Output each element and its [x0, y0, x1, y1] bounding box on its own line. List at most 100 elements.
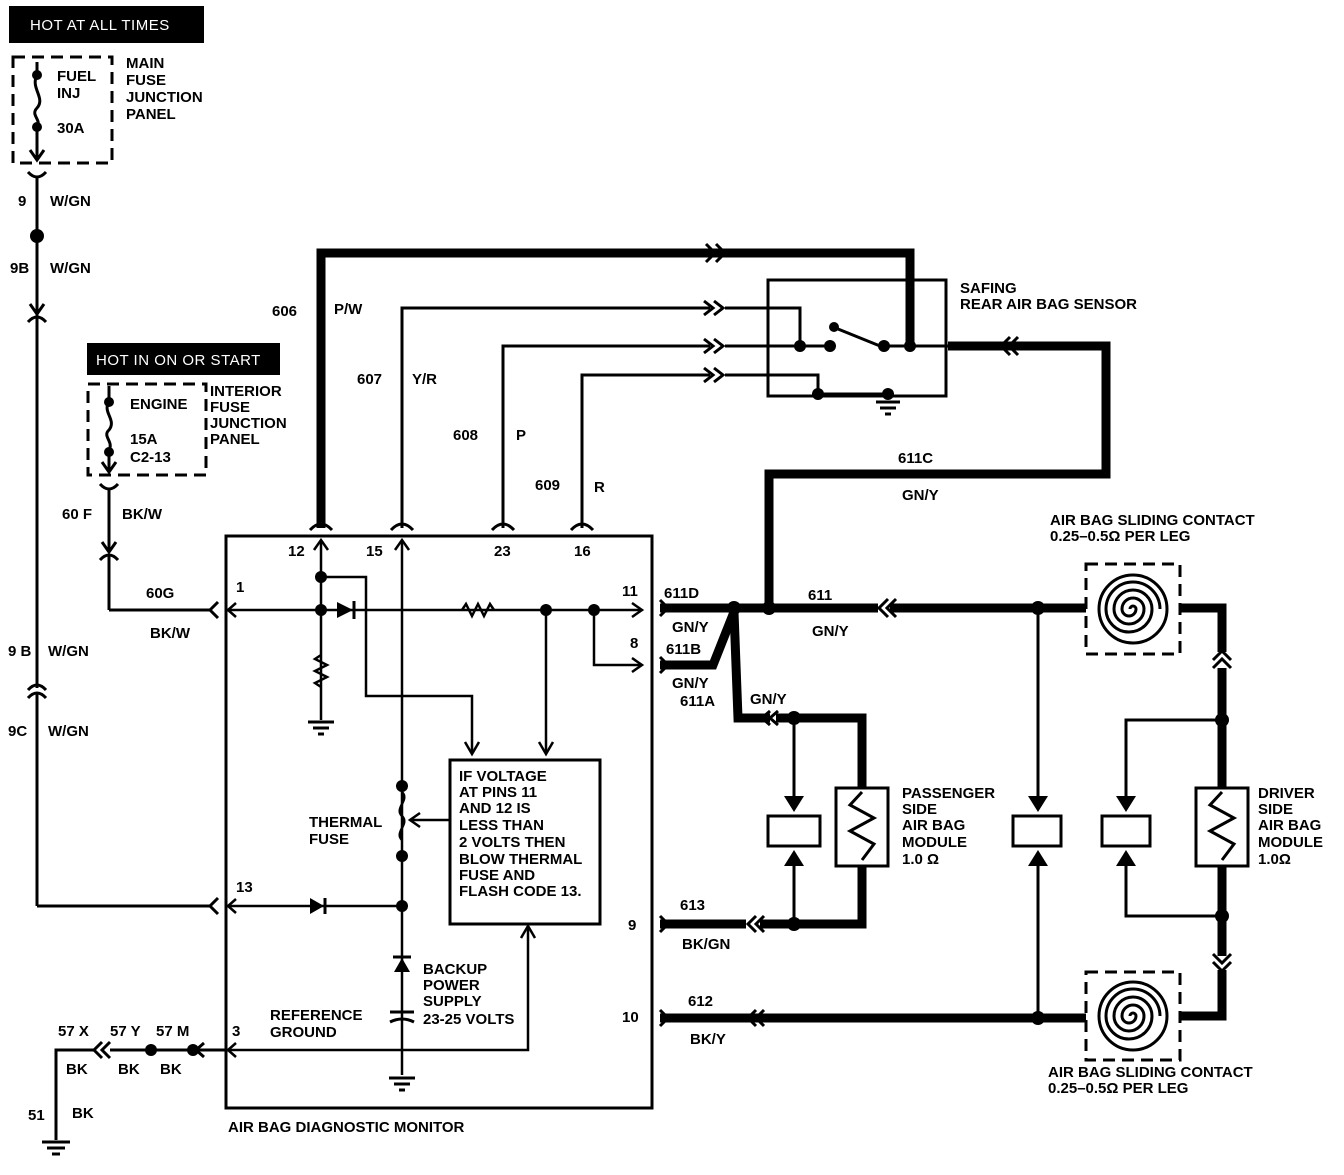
- circuit-60g-color: BK/W: [150, 625, 191, 642]
- circuit-9-color: W/GN: [50, 193, 91, 210]
- circuit-9c-color: W/GN: [48, 723, 89, 740]
- interior-fuse-location: C2-13: [130, 449, 171, 466]
- pin-23-label: 23: [494, 543, 511, 560]
- sliding-contact-top-label-1: AIR BAG SLIDING CONTACT: [1050, 512, 1255, 529]
- interior-panel-label-1: INTERIOR: [210, 383, 282, 400]
- note-line-3: AND 12 IS: [459, 800, 531, 817]
- interior-panel-label-2: FUSE: [210, 399, 250, 416]
- backup-label-4: 23-25 VOLTS: [423, 1011, 514, 1028]
- backup-label-1: BACKUP: [423, 961, 487, 978]
- passenger-module-label-5: 1.0 Ω: [902, 851, 939, 868]
- pin-13-label: 13: [236, 879, 253, 896]
- circuit-609-color: R: [594, 479, 605, 496]
- circuit-57x-number: 57 X: [58, 1023, 89, 1040]
- passenger-module-label-3: AIR BAG: [902, 817, 965, 834]
- note-line-1: IF VOLTAGE: [459, 768, 547, 785]
- circuit-606-number: 606: [272, 303, 297, 320]
- circuit-60f-number: 60 F: [62, 506, 92, 523]
- circuit-9b-number: 9B: [10, 260, 29, 277]
- interior-panel-label-4: PANEL: [210, 431, 260, 448]
- monitor-note: IF VOLTAGE AT PINS 11 AND 12 IS LESS THA…: [459, 768, 582, 900]
- main-fuse-junction-panel: FUEL INJ 30A MAIN FUSE JUNCTION PANEL: [11, 55, 203, 165]
- pin-10-label: 10: [622, 1009, 639, 1026]
- driver-module-label-4: MODULE: [1258, 834, 1323, 851]
- circuit-57y-color: BK: [118, 1061, 140, 1078]
- note-line-5: 2 VOLTS THEN: [459, 834, 565, 851]
- pin-8-label: 8: [630, 635, 638, 652]
- circuit-609-number: 609: [535, 477, 560, 494]
- safing-sensor-label-2: REAR AIR BAG SENSOR: [960, 296, 1137, 313]
- reference-ground-label-1: REFERENCE: [270, 1007, 363, 1024]
- safing-sensor-label-1: SAFING: [960, 280, 1017, 297]
- circuit-51-number: 51: [28, 1107, 45, 1124]
- header-hot-in-on-or-start-label: HOT IN ON OR START: [96, 352, 261, 369]
- circuit-611c-color: GN/Y: [902, 487, 939, 504]
- circuit-607-number: 607: [357, 371, 382, 388]
- monitor-title: AIR BAG DIAGNOSTIC MONITOR: [228, 1119, 465, 1136]
- driver-module-label-5: 1.0Ω: [1258, 851, 1291, 868]
- diagnostic-monitor: AIR BAG DIAGNOSTIC MONITOR 12 15 23 16 1…: [224, 534, 654, 1136]
- pin-3-label: 3: [232, 1023, 240, 1040]
- safing-sensor: SAFING REAR AIR BAG SENSOR: [725, 278, 1137, 416]
- thermal-fuse-label-2: FUSE: [309, 831, 349, 848]
- pin-12-label: 12: [288, 543, 305, 560]
- driver-module-label-1: DRIVER: [1258, 785, 1315, 802]
- circuit-57m-number: 57 M: [156, 1023, 189, 1040]
- main-panel-label-2: FUSE: [126, 72, 166, 89]
- interior-fuse-junction-panel: ENGINE 15A C2-13 INTERIOR FUSE JUNCTION …: [86, 382, 287, 477]
- passenger-module-label-2: SIDE: [902, 801, 937, 818]
- circuit-611a-number: 611A: [680, 693, 715, 710]
- circuit-613-color: BK/GN: [682, 936, 730, 953]
- circuit-51-color: BK: [72, 1105, 94, 1122]
- circuit-611c-number: 611C: [898, 450, 933, 467]
- sliding-contact-bottom: AIR BAG SLIDING CONTACT 0.25–0.5Ω PER LE…: [1048, 970, 1253, 1097]
- circuit-611-color: GN/Y: [812, 623, 849, 640]
- circuit-60f-color: BK/W: [122, 506, 163, 523]
- main-panel-label-1: MAIN: [126, 55, 164, 72]
- circuit-57y-number: 57 Y: [110, 1023, 141, 1040]
- pin-9-label: 9: [628, 917, 636, 934]
- circuit-611: 611D GN/Y 611B GN/Y 611A GN/Y 611 GN/Y: [658, 585, 1086, 723]
- passenger-module-label-4: MODULE: [902, 834, 967, 851]
- circuit-613-number: 613: [680, 897, 705, 914]
- sensor-feed-wires: 606 P/W 607 Y/R 608 P 609 R: [272, 242, 915, 532]
- circuit-607-color: Y/R: [412, 371, 437, 388]
- circuit-60g-number: 60G: [146, 585, 174, 602]
- circuit-9c-number: 9C: [8, 723, 27, 740]
- interior-fuse-rating: 15A: [130, 431, 158, 448]
- driver-air-bag-module: DRIVER SIDE AIR BAG MODULE 1.0Ω: [1100, 603, 1323, 1021]
- sliding-contact-bottom-label-1: AIR BAG SLIDING CONTACT: [1048, 1064, 1253, 1081]
- circuit-612-number: 612: [688, 993, 713, 1010]
- interior-panel-label-3: JUNCTION: [210, 415, 287, 432]
- circuit-611b-color: GN/Y: [672, 675, 709, 692]
- circuit-611b-number: 611B: [666, 641, 701, 658]
- circuit-57x-color: BK: [66, 1061, 88, 1078]
- interior-fuse-name: ENGINE: [130, 396, 188, 413]
- header-hot-at-all-times-label: HOT AT ALL TIMES: [30, 17, 170, 34]
- sliding-contact-bottom-label-2: 0.25–0.5Ω PER LEG: [1048, 1080, 1188, 1097]
- circuit-611-number: 611: [808, 587, 832, 604]
- header-hot-at-all-times: HOT AT ALL TIMES: [9, 6, 204, 43]
- circuit-611d-number: 611D: [664, 585, 699, 602]
- sliding-contact-top-label-2: 0.25–0.5Ω PER LEG: [1050, 528, 1190, 545]
- main-fuse-name-2: INJ: [57, 85, 80, 102]
- circuit-60-feed: 60 F BK/W 60G BK/W: [62, 482, 220, 642]
- note-line-2: AT PINS 11: [459, 784, 537, 801]
- center-squib: [1011, 608, 1063, 1025]
- circuit-611c: 611C GN/Y: [764, 335, 1111, 608]
- circuit-612: 612 BK/Y: [658, 993, 1086, 1048]
- circuit-9b2-number: 9 B: [8, 643, 32, 660]
- backup-label-2: POWER: [423, 977, 480, 994]
- passenger-module-label-1: PASSENGER: [902, 785, 995, 802]
- note-line-8: FLASH CODE 13.: [459, 883, 582, 900]
- main-fuse-name-1: FUEL: [57, 68, 96, 85]
- pin-16-label: 16: [574, 543, 591, 560]
- header-hot-in-on-or-start: HOT IN ON OR START: [87, 343, 280, 375]
- driver-module-label-3: AIR BAG: [1258, 817, 1321, 834]
- pin-15-label: 15: [366, 543, 383, 560]
- pin-11-label: 11: [622, 583, 638, 600]
- circuit-9-feed: 9 W/GN 9B W/GN 9 B W/GN 9C W/GN: [8, 170, 220, 916]
- reference-ground-label-2: GROUND: [270, 1024, 337, 1041]
- thermal-fuse-label-1: THERMAL: [309, 814, 382, 831]
- circuit-612-color: BK/Y: [690, 1031, 726, 1048]
